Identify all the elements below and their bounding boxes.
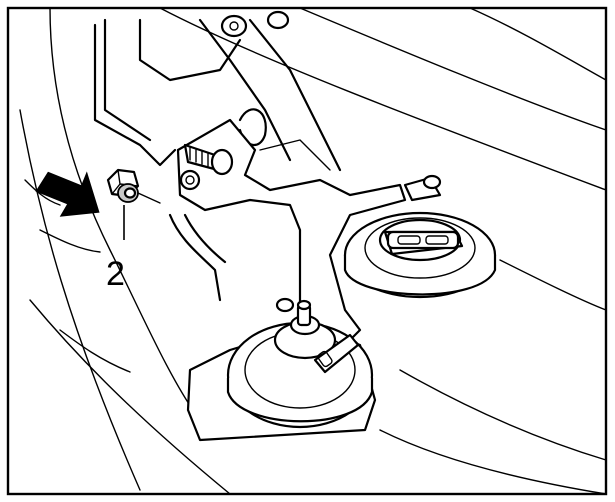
- mounting-bracket-icon: [168, 118, 407, 347]
- horn-lower-icon: [186, 297, 377, 442]
- callout-label-2: 2: [106, 255, 125, 293]
- horn-upper-icon: [343, 174, 497, 299]
- arrow-icon: [35, 171, 100, 217]
- upper-support-structure: [93, 10, 342, 172]
- body-panel-contours: [19, 7, 607, 495]
- diagram-frame: [6, 6, 608, 496]
- pivot-bushing-icon: [220, 14, 248, 38]
- mounting-bolt-icon: [183, 143, 234, 176]
- fastener-nut-icon: [106, 168, 161, 204]
